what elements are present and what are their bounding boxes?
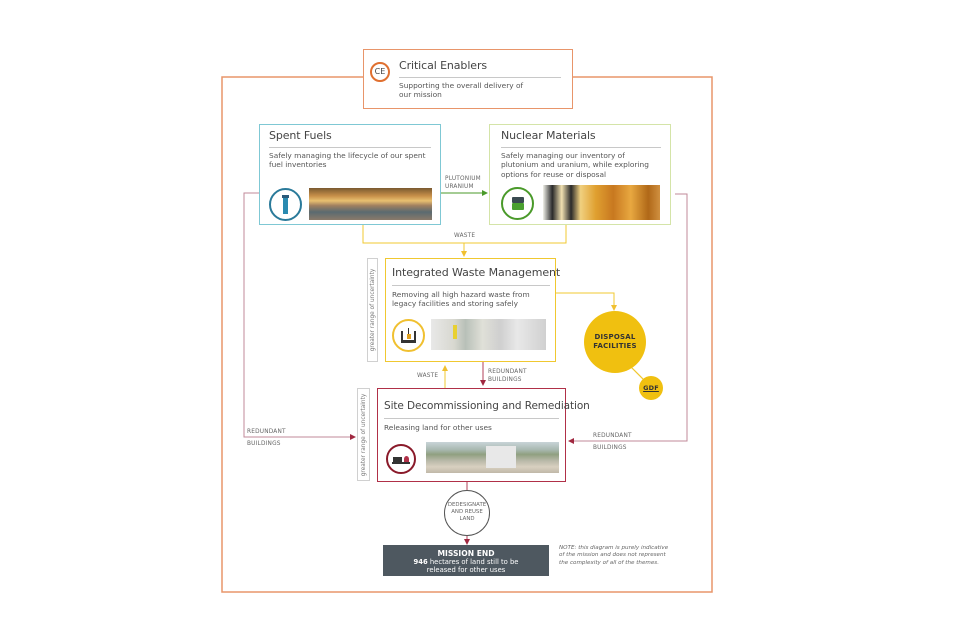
spent-fuels-title: Spent Fuels [269,129,332,142]
waste-facility-photo [431,319,546,350]
uncertainty-label-iwm: greater range of uncertainty [367,258,378,362]
hectares-value: 946 [413,558,428,566]
site-decommissioning-card: Site Decommissioning and Remediation Rel… [377,388,590,482]
waste-label-top: WASTE [454,233,476,239]
decommissioning-site-photo [426,442,559,473]
critical-enablers-description: Supporting the overall delivery of our m… [399,81,524,100]
uncertainty-text: greater range of uncertainty [360,393,367,476]
gdf-label: GDF [643,384,659,392]
integrated-waste-card: Integrated Waste Management Removing all… [385,258,560,362]
site-decommissioning-description: Releasing land for other uses [384,423,492,432]
disposal-label-2: FACILITIES [593,342,637,350]
redundant-left-label-1: REDUNDANT [247,429,286,435]
redundant-center-label-2: BUILDINGS [488,377,522,383]
fuel-rod-icon [269,188,302,221]
diagram-note: NOTE: this diagram is purely indicative … [559,545,669,566]
nuclear-materials-title: Nuclear Materials [501,129,596,142]
critical-enablers-title: Critical Enablers [399,59,487,72]
redundant-left-label-2: BUILDINGS [247,441,281,447]
mission-end-box: MISSION END 946 hectares of land still t… [383,545,549,576]
title-rule [399,77,561,78]
disposal-facilities-circle: DISPOSAL FACILITIES [584,311,646,373]
gdf-circle: GDF [639,376,663,400]
nuclear-materials-photo [543,185,660,220]
redundant-right-line [568,193,688,444]
uranium-label: URANIUM [445,184,474,190]
dedesignate-label-3: LAND [459,516,475,522]
mission-end-line2: released for other uses [426,566,506,574]
container-icon [501,187,534,220]
title-rule [501,147,661,148]
nuclear-materials-description: Safely managing our inventory of plutoni… [501,151,649,179]
disposal-label-1: DISPOSAL [594,333,636,341]
mission-end-title: MISSION END [437,549,495,558]
spent-fuels-description: Safely managing the lifecycle of our spe… [269,151,426,170]
integrated-waste-title: Integrated Waste Management [392,266,561,279]
disposal-arrow [556,292,617,311]
uncertainty-label-sdr: greater range of uncertainty [357,388,370,481]
title-rule [269,147,431,148]
spent-fuels-card: Spent Fuels Safely managing the lifecycl… [259,124,441,225]
redundant-right-label-2: BUILDINGS [593,445,627,451]
dedesignate-label-2: AND REUSE [451,509,483,515]
site-decommissioning-title: Site Decommissioning and Remediation [384,400,590,412]
critical-enablers-card: CE Critical Enablers Supporting the over… [363,49,573,109]
redundant-right-label-1: REDUNDANT [593,433,632,439]
integrated-waste-description: Removing all high hazard waste from lega… [392,290,530,309]
redundant-center-label-1: REDUNDANT [488,369,527,375]
mission-end-line1: 946 hectares of land still to be [383,558,549,566]
waste-container-icon [392,319,425,352]
ce-badge-text: CE [374,67,386,76]
title-rule [384,418,559,419]
hectares-text: hectares of land still to be [427,558,519,566]
nuclear-materials-card: Nuclear Materials Safely managing our in… [489,124,671,225]
waste-label-up: WASTE [417,373,439,379]
land-release-icon [386,444,416,474]
title-rule [392,285,550,286]
spent-fuel-pond-photo [309,188,432,220]
dedesignate-label-1: DEDESIGNATE [447,502,487,508]
plutonium-label: PLUTONIUM [445,176,481,182]
uncertainty-text: greater range of uncertainty [369,268,376,352]
dedesignate-circle: DEDESIGNATE AND REUSE LAND [444,490,490,536]
redundant-left-line [243,192,356,440]
ce-badge: CE [370,62,390,82]
